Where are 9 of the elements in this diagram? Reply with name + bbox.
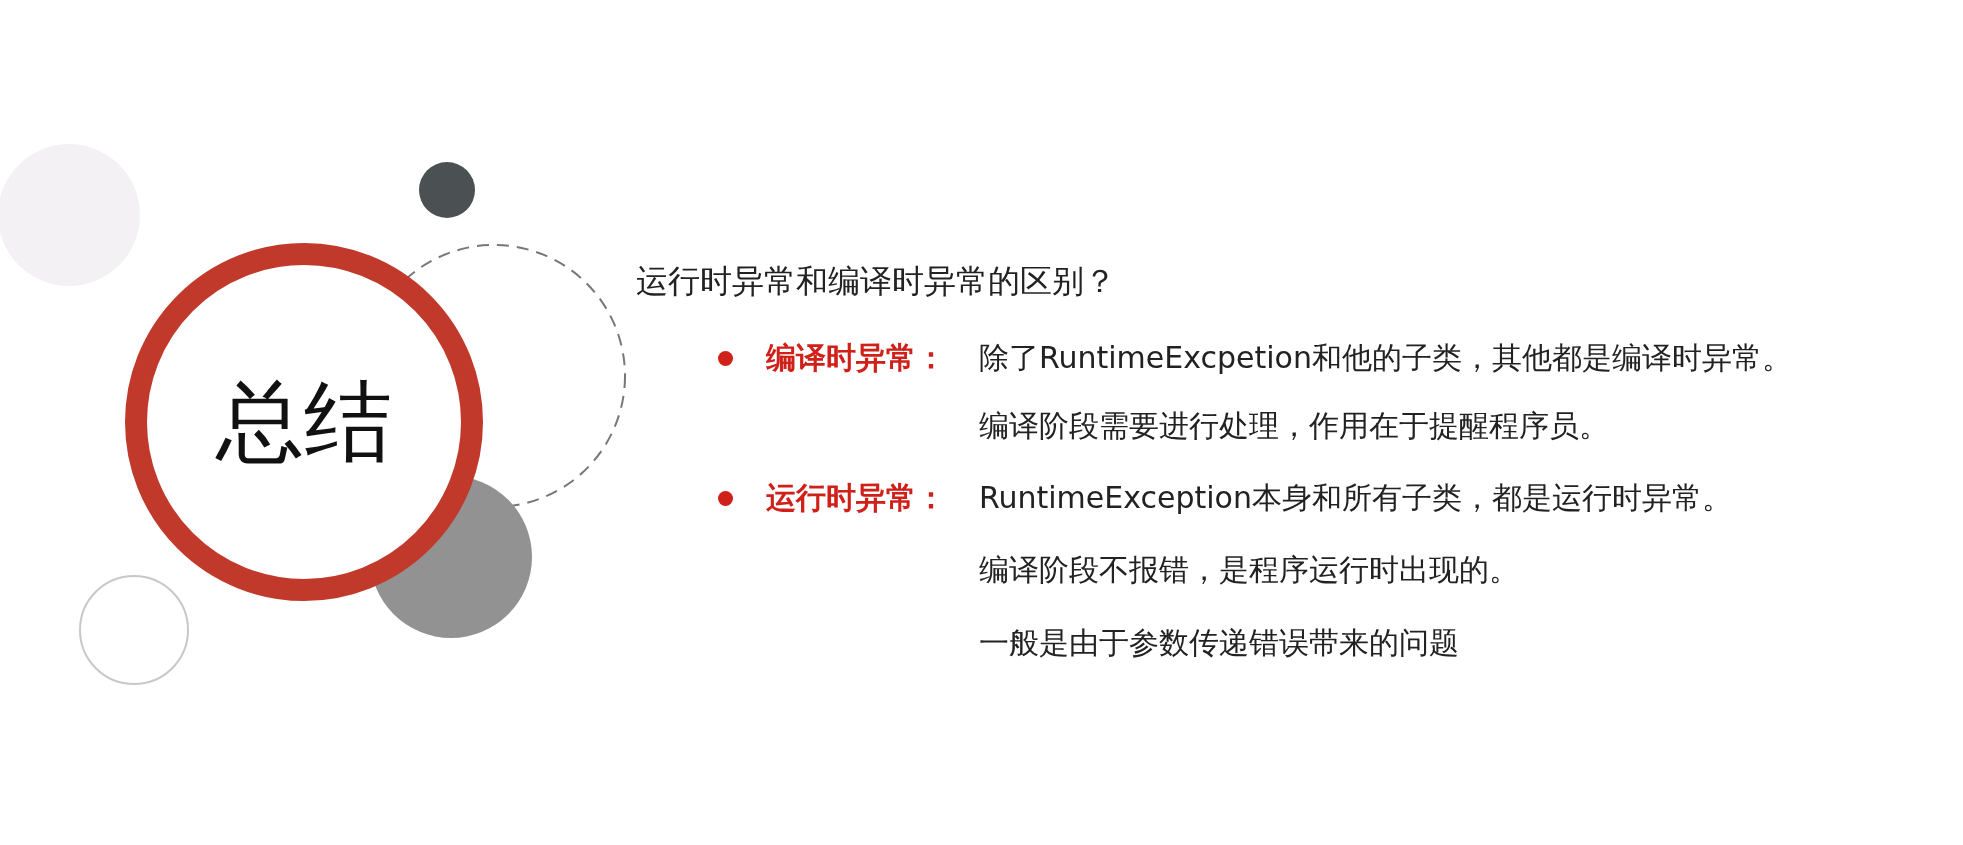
question-heading: 运行时异常和编译时异常的区别？ <box>636 262 1116 301</box>
description-text: 编译阶段需要进行处理，作用在于提醒程序员。 <box>979 408 1609 444</box>
description-text: 编译阶段不报错，是程序运行时出现的。 <box>979 552 1519 588</box>
circle-title: 总结 <box>216 368 392 475</box>
description-text: 一般是由于参数传递错误带来的问题 <box>979 625 1459 661</box>
description-text: RuntimeException本身和所有子类，都是运行时异常。 <box>979 480 1732 516</box>
category-heading: 运行时异常： <box>766 480 946 516</box>
description-text: 除了RuntimeExcpetion和他的子类，其他都是编译时异常。 <box>979 340 1792 376</box>
category-heading: 编译时异常： <box>766 340 946 376</box>
